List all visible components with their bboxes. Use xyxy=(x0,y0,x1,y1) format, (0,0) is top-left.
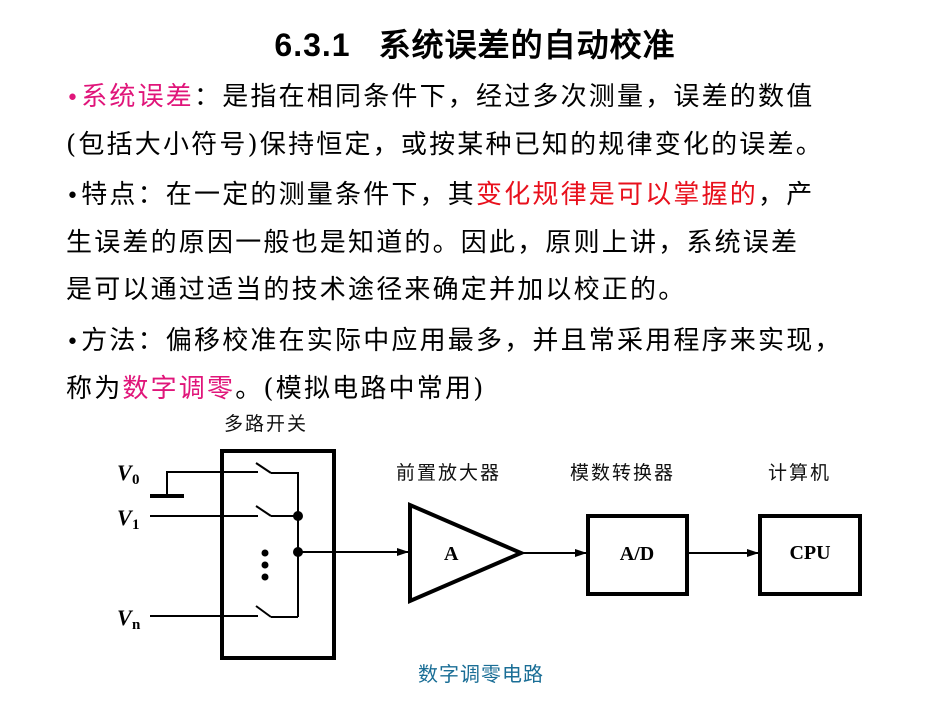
bullet: • xyxy=(66,86,82,111)
method-line-1: •方法：偏移校准在实际中应用最多，并且常采用程序来实现， xyxy=(66,318,946,366)
junction-dot xyxy=(293,511,303,521)
method-line-2: 称为数字调零。(模拟电路中常用) xyxy=(66,366,946,413)
input-v0-label: V 0 xyxy=(117,460,140,488)
method-text: 方法：偏移校准在实际中应用最多，并且常采用程序来实现， xyxy=(81,326,843,356)
switch-vn xyxy=(255,605,298,618)
feature-tail: ，产 xyxy=(758,180,815,210)
feature-line-3: 是可以通过适当的技术途径来确定并加以校正的。 xyxy=(66,275,687,305)
svg-text:n: n xyxy=(132,617,141,633)
ground-icon xyxy=(150,471,258,498)
term-digital-zeroing: 数字调零 xyxy=(122,374,236,404)
bullet: • xyxy=(66,184,82,209)
section-title: 系统误差的自动校准 xyxy=(378,27,676,63)
adc-label: 模数转换器 xyxy=(570,462,675,484)
section-number: 6.3.1 xyxy=(274,27,351,63)
ellipsis-icon xyxy=(261,549,269,581)
switch-v1 xyxy=(255,505,298,517)
svg-text:0: 0 xyxy=(132,472,140,488)
feature-line-2: 生误差的原因一般也是知道的。因此，原则上讲，系统误差 xyxy=(66,228,800,258)
multiplexer-box xyxy=(220,449,336,660)
amplifier-label: 前置放大器 xyxy=(396,462,501,484)
term-systematic-error: 系统误差 xyxy=(81,82,194,112)
cpu-symbol: CPU xyxy=(789,542,830,564)
definition-line-2: (包括大小符号)保持恒定，或按某种已知的规律变化的误差。 xyxy=(66,130,824,160)
bullet: • xyxy=(66,330,82,355)
cpu-box xyxy=(758,514,862,596)
diagram-caption: 数字调零电路 xyxy=(418,662,544,686)
feature-paragraph: •特点：在一定的测量条件下，其变化规律是可以掌握的，产 生误差的原因一般也是知道… xyxy=(66,172,946,314)
feature-highlight: 变化规律是可以掌握的 xyxy=(476,180,759,210)
definition-text: ：是指在相同条件下，经过多次测量，误差的数值 xyxy=(194,82,815,112)
input-vn-label: V n xyxy=(117,605,141,633)
slide-title: 6.3.1 系统误差的自动校准 xyxy=(0,20,950,66)
definition-paragraph: •系统误差：是指在相同条件下，经过多次测量，误差的数值 (包括大小符号)保持恒定… xyxy=(66,74,946,169)
feature-lead: 特点：在一定的测量条件下，其 xyxy=(81,180,476,210)
definition-line-1: •系统误差：是指在相同条件下，经过多次测量，误差的数值 xyxy=(66,74,946,122)
switch-v0 xyxy=(255,462,298,474)
input-v1-label: V 1 xyxy=(117,505,140,533)
method-tail: 。(模拟电路中常用) xyxy=(235,374,486,404)
amplifier-triangle xyxy=(408,501,527,605)
feature-line-1: •特点：在一定的测量条件下，其变化规律是可以掌握的，产 xyxy=(66,172,946,220)
mux-label: 多路开关 xyxy=(224,413,308,435)
method-paragraph: •方法：偏移校准在实际中应用最多，并且常采用程序来实现， 称为数字调零。(模拟电… xyxy=(66,318,946,413)
svg-text:V: V xyxy=(117,460,134,485)
svg-text:V: V xyxy=(117,605,134,630)
amplifier-symbol: A xyxy=(444,543,459,565)
computer-label: 计算机 xyxy=(768,462,831,484)
svg-text:1: 1 xyxy=(132,517,140,533)
svg-text:V: V xyxy=(117,505,134,530)
method-lead: 称为 xyxy=(66,374,123,404)
adc-box xyxy=(586,514,689,596)
adc-symbol: A/D xyxy=(620,543,654,565)
